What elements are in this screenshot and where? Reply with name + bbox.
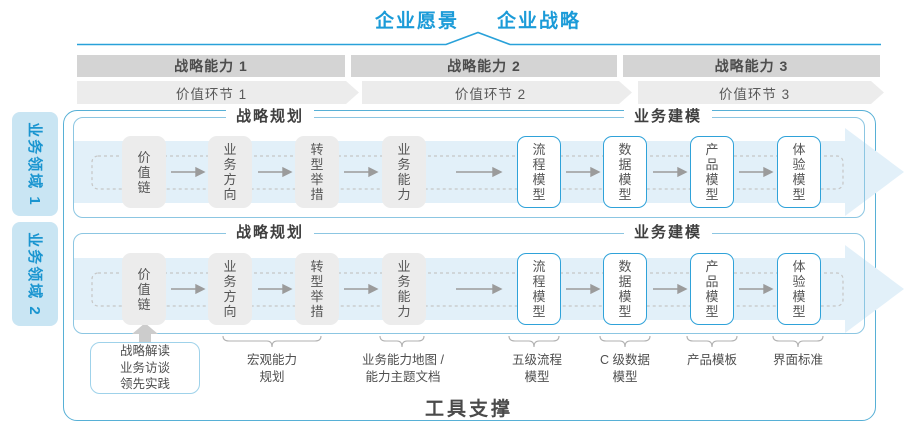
box-process-model-row2: 流程模型 xyxy=(517,253,561,325)
tool-support-label: 工具支撑 xyxy=(424,399,514,420)
note-product-template: 产品模板 xyxy=(686,353,738,367)
box-transformation-initiatives-row2: 转型举措 xyxy=(295,253,339,325)
strategic-planning-header-row2: 战略规划 xyxy=(225,225,315,241)
domain-tile-1: 业务领域 1 xyxy=(12,112,58,216)
box-transformation-initiatives-row1: 转型举措 xyxy=(295,136,339,208)
box-business-capability-row1: 业务能力 xyxy=(382,136,426,208)
page-title: 企业愿景 企业战略 xyxy=(78,6,878,33)
note-ui-standard: 界面标准 xyxy=(772,353,824,367)
capability-bar-2: 战略能力 2 xyxy=(351,55,617,77)
domain-tile-2: 业务领域 2 xyxy=(12,222,58,326)
business-modeling-header-row1: 业务建模 xyxy=(623,109,713,125)
box-business-capability-row2: 业务能力 xyxy=(382,253,426,325)
box-business-direction-row1: 业务方向 xyxy=(208,136,252,208)
box-value-chain-row1: 价值链 xyxy=(122,136,166,208)
box-experience-model-row1: 体验模型 xyxy=(777,136,821,208)
value-link-chevron-1: 价值环节 1 xyxy=(77,81,359,104)
note-capability-map-docs: 业务能力地图 / 能力主题文档 xyxy=(362,353,444,384)
note-macro-capability-planning: 宏观能力 规划 xyxy=(246,353,298,384)
box-experience-model-row2: 体验模型 xyxy=(777,253,821,325)
domain-tile-2-label: 业务领域 2 xyxy=(25,231,43,317)
value-link-chevron-2: 价值环节 2 xyxy=(362,81,632,104)
title-caret-line xyxy=(77,31,881,46)
enterprise-vision-label: 企业愿景 xyxy=(374,11,459,32)
capability-bar-1: 战略能力 1 xyxy=(77,55,345,77)
box-value-chain-row2: 价值链 xyxy=(122,253,166,325)
box-business-direction-row2: 业务方向 xyxy=(208,253,252,325)
domain-tile-1-label: 业务领域 1 xyxy=(25,121,43,207)
capability-bar-3: 战略能力 3 xyxy=(623,55,880,77)
box-data-model-row1: 数据模型 xyxy=(603,136,647,208)
strategic-planning-header-row1: 战略规划 xyxy=(225,109,315,125)
business-modeling-header-row2: 业务建模 xyxy=(623,225,713,241)
box-process-model-row1: 流程模型 xyxy=(517,136,561,208)
note-five-level-process-model: 五级流程 模型 xyxy=(511,353,563,384)
note-c-level-data-model: C 级数据 模型 xyxy=(599,353,651,384)
strategy-inputs-box: 战略解读 业务访谈 领先实践 xyxy=(90,342,200,394)
flow-arrowhead-row2 xyxy=(845,245,904,333)
flow-arrowhead-row1 xyxy=(845,128,904,216)
domain-1-panel xyxy=(73,117,865,218)
enterprise-strategy-label: 企业战略 xyxy=(497,11,582,32)
value-link-chevron-3: 价值环节 3 xyxy=(638,81,884,104)
box-product-model-row1: 产品模型 xyxy=(690,136,734,208)
box-product-model-row2: 产品模型 xyxy=(690,253,734,325)
domain-2-panel xyxy=(73,233,865,334)
box-data-model-row2: 数据模型 xyxy=(603,253,647,325)
